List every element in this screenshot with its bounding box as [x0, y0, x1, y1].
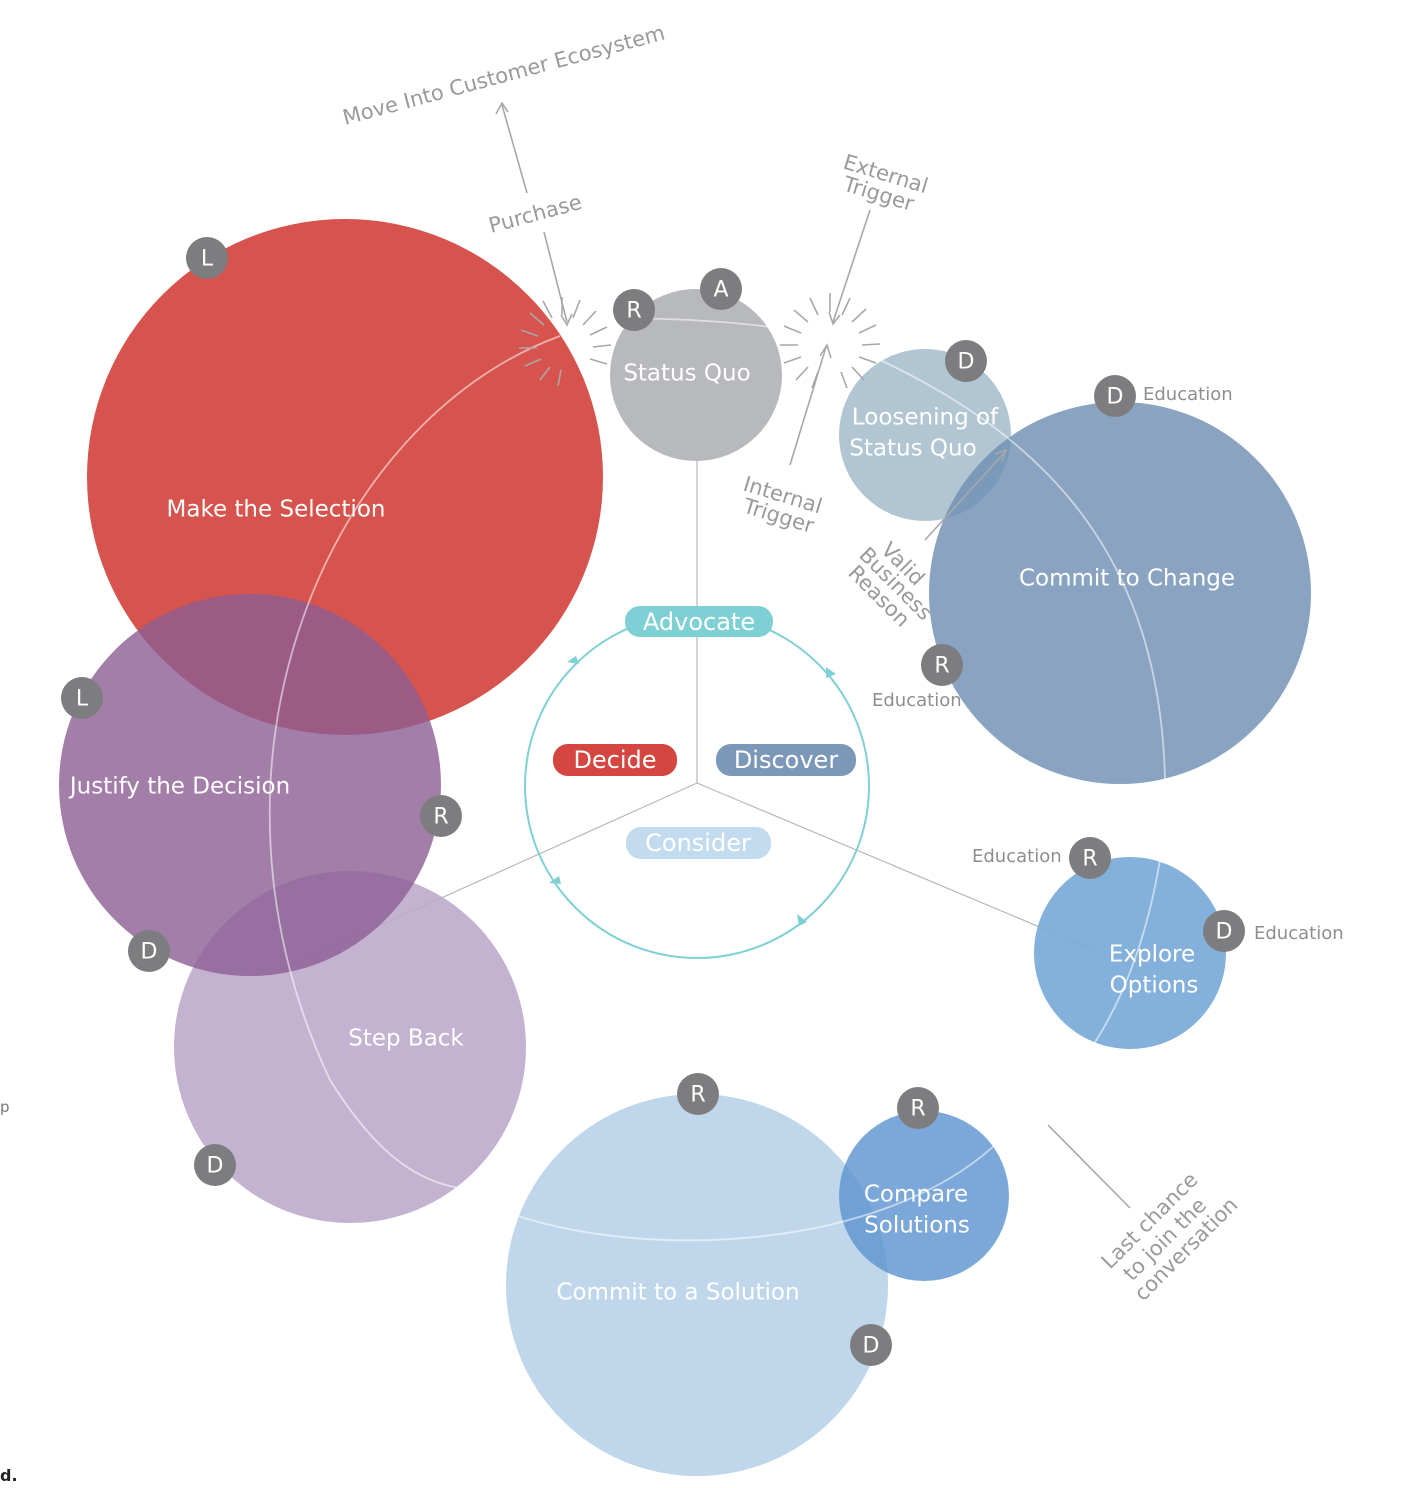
svg-text:L: L: [201, 247, 214, 272]
discover-label: Discover: [734, 746, 839, 774]
justify-label: Justify the Decision: [68, 774, 290, 800]
badge-R-compare: R: [897, 1087, 939, 1129]
svg-text:R: R: [626, 299, 641, 324]
svg-text:R: R: [1082, 847, 1097, 872]
svg-text:D: D: [1216, 920, 1233, 945]
svg-text:D: D: [863, 1334, 880, 1359]
commit-solution-circle[interactable]: [506, 1094, 888, 1476]
annotation-arrows: [495, 101, 1131, 1209]
badge-R-explore: R: [1069, 837, 1111, 879]
journey-arcs: [268, 317, 1166, 1242]
badge-L-justify: L: [61, 677, 103, 719]
education-note-explore-right: Education: [1254, 923, 1344, 944]
circle-labels: Status Quo Loosening of Status Quo Commi…: [68, 361, 1235, 1306]
badge-D-commit-solution: D: [850, 1324, 892, 1366]
svg-text:D: D: [1107, 385, 1124, 410]
advocate-label: Advocate: [643, 608, 755, 636]
commit-change-label: Commit to Change: [1019, 566, 1235, 592]
justify-decision-circle[interactable]: [59, 594, 441, 976]
badge-R-status-quo: R: [613, 289, 655, 331]
badge-D-explore: D: [1203, 910, 1245, 952]
status-quo-label: Status Quo: [623, 361, 750, 387]
compare-solutions-circle[interactable]: [839, 1111, 1009, 1281]
badge-R-commit-change: R: [921, 644, 963, 686]
svg-text:L: L: [76, 687, 89, 712]
education-note-commit-top: Education: [1143, 384, 1233, 405]
svg-text:A: A: [713, 278, 728, 303]
loosening-label-line1: Loosening of: [852, 405, 999, 431]
badge-R-justify: R: [420, 795, 462, 837]
svg-text:D: D: [207, 1154, 224, 1179]
status-quo-circle[interactable]: [610, 289, 782, 461]
bottom-edge-fragment: d.: [0, 1466, 18, 1485]
phase-circles: [59, 219, 1311, 1476]
svg-text:R: R: [433, 805, 448, 830]
svg-text:D: D: [141, 940, 158, 965]
svg-text:R: R: [910, 1097, 925, 1122]
education-note-explore-left: Education: [972, 846, 1062, 867]
badge-D-step-back: D: [194, 1144, 236, 1186]
commit-change-circle[interactable]: [929, 402, 1311, 784]
purchase-starburst: [519, 297, 612, 387]
badge-L-make-selection: L: [186, 237, 228, 279]
make-selection-label: Make the Selection: [167, 497, 386, 523]
decide-pill[interactable]: Decide: [553, 744, 677, 776]
decide-label: Decide: [573, 746, 656, 774]
compare-label-line1: Compare: [864, 1182, 968, 1208]
loosening-label-line2: Status Quo: [849, 436, 976, 462]
badge-D-loosening: D: [945, 340, 987, 382]
discover-pill[interactable]: Discover: [716, 744, 856, 776]
compare-label-line2: Solutions: [864, 1213, 970, 1239]
purchase-label: Purchase: [486, 190, 584, 238]
trigger-starburst: [780, 293, 881, 389]
badge-D-commit-change: D: [1094, 375, 1136, 417]
svg-text:D: D: [958, 350, 975, 375]
badge-D-justify: D: [128, 930, 170, 972]
education-note-commit-bottom: Education: [872, 690, 962, 711]
explore-options-circle[interactable]: [1034, 857, 1226, 1049]
advocate-pill[interactable]: Advocate: [625, 606, 773, 637]
step-back-label: Step Back: [348, 1026, 464, 1052]
commit-solution-label: Commit to a Solution: [556, 1280, 799, 1306]
badge-A-status-quo: A: [700, 268, 742, 310]
svg-text:R: R: [934, 654, 949, 679]
explore-label-line2: Options: [1110, 973, 1199, 999]
svg-text:R: R: [690, 1083, 705, 1108]
explore-label-line1: Explore: [1109, 942, 1195, 968]
consider-label: Consider: [645, 829, 751, 857]
left-edge-fragment: p: [0, 1098, 10, 1116]
consider-pill[interactable]: Consider: [626, 827, 771, 859]
badge-R-commit-solution: R: [677, 1073, 719, 1115]
role-badges: L R A D D R L R D D R D R R D: [61, 237, 1245, 1366]
